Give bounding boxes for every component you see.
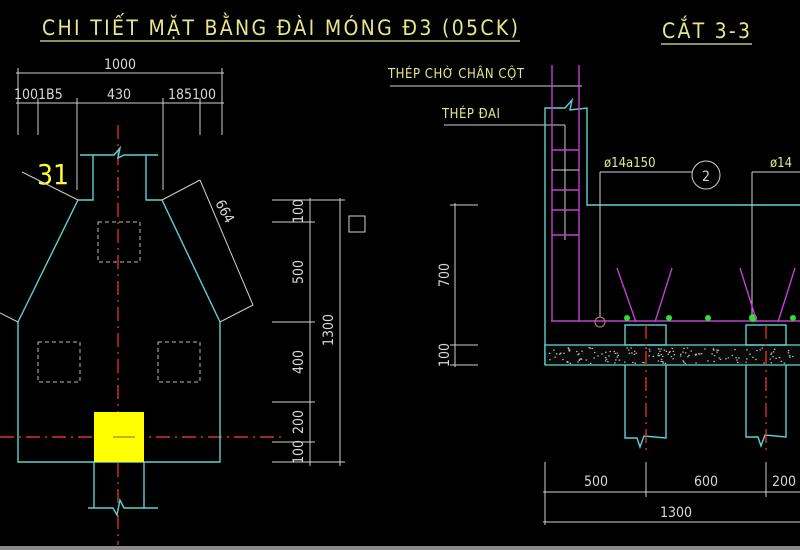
section-view: CẮT 3-3 THÉP CHỜ CHÂN CỘT THÉP ĐAI ø14a1… <box>387 15 800 525</box>
pile-left <box>37 341 81 383</box>
window-bottom-border <box>0 546 800 550</box>
dim-right-total: 1300 <box>321 314 337 346</box>
pile-1 <box>624 324 667 450</box>
plan-title: CHI TIẾT MẶT BẰNG ĐÀI MÓNG Đ3 (05CK) <box>42 12 518 40</box>
dim-bottom-total: 1300 <box>660 505 692 521</box>
dim-lean: 100 <box>437 343 453 367</box>
rebar-dots <box>624 314 796 322</box>
dim-bottom-3: 200 <box>772 474 796 490</box>
dim-left: 1001B5 <box>14 87 63 103</box>
section-title: CẮT 3-3 <box>662 15 750 43</box>
section-bottom-dimensions: 500 600 200 1300 <box>543 462 800 525</box>
small-square-marker <box>348 215 366 233</box>
pile-right <box>157 341 201 383</box>
plan-top-dimensions: 1000 1001B5 430 185100 <box>14 57 224 190</box>
rebar-mark: 2 <box>702 169 710 185</box>
dim-right-3: 400 <box>291 350 307 374</box>
dim-right: 185100 <box>168 87 216 103</box>
dim-right-4: 200 <box>291 410 307 434</box>
column-outline <box>544 97 800 365</box>
dim-total-width: 1000 <box>104 57 136 73</box>
column-rebar <box>551 65 580 321</box>
plan-right-dimensions: 100 500 400 200 100 1300 <box>272 198 345 466</box>
dim-middle: 430 <box>107 87 131 103</box>
diagonal-dim: 664 <box>211 197 236 226</box>
dim-bottom-1: 500 <box>584 474 608 490</box>
pile-anchor-bars <box>616 267 796 323</box>
rebar-label-2: ø14 <box>770 156 792 171</box>
dim-height: 700 <box>437 263 453 287</box>
label-starter-bars: THÉP CHỜ CHÂN CỘT <box>387 66 525 82</box>
dim-right-1: 100 <box>291 199 307 223</box>
rebar-mark-circle <box>691 160 721 190</box>
concrete-hatch <box>548 347 794 364</box>
pile-2 <box>745 324 787 450</box>
dim-right-5: 100 <box>291 440 307 464</box>
section-mark: 31 <box>37 158 69 191</box>
label-stirrups: THÉP ĐAI <box>441 106 500 122</box>
pile-top <box>97 221 141 263</box>
rebar-label-1: ø14a150 <box>604 156 656 171</box>
dim-bottom-2: 600 <box>694 474 718 490</box>
column-below <box>88 462 158 517</box>
plan-view: CHI TIẾT MẶT BẰNG ĐÀI MÓNG Đ3 (05CK) 100… <box>0 12 520 545</box>
dim-right-2: 500 <box>291 260 307 284</box>
section-left-dimensions: 700 100 <box>437 203 478 367</box>
